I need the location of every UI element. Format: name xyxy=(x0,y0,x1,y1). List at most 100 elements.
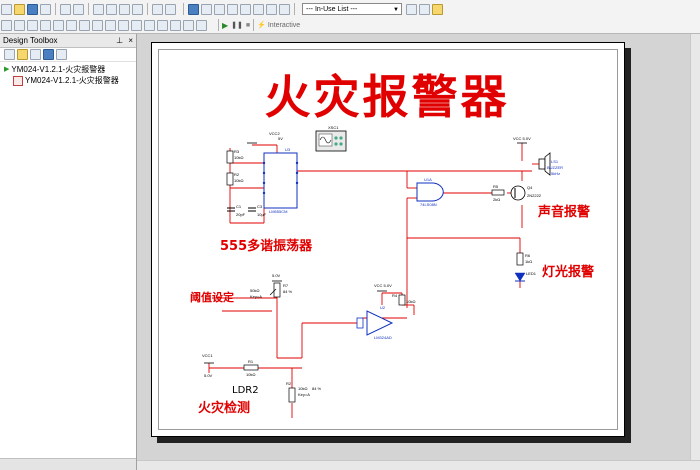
help-icon[interactable] xyxy=(432,3,443,15)
postprocessor-icon[interactable] xyxy=(214,3,225,15)
copy-icon[interactable] xyxy=(106,3,117,15)
save-design-icon[interactable] xyxy=(43,49,54,60)
horizontal-scrollbar[interactable] xyxy=(137,460,700,470)
r7-value: 50kΩ xyxy=(250,288,260,293)
u2-part: LM324AD xyxy=(374,335,392,340)
vertical-scrollbar[interactable] xyxy=(690,34,700,461)
database-icon[interactable] xyxy=(227,3,238,15)
c3-value: 20pF xyxy=(236,212,246,217)
r1-label: R1 xyxy=(248,359,254,364)
r4-label: R4 xyxy=(392,293,398,298)
off-page-icon[interactable] xyxy=(118,19,129,31)
pause-icon[interactable]: ❚❚ xyxy=(231,22,243,29)
spreadsheet-icon[interactable] xyxy=(201,3,212,15)
r1-value: 10kΩ xyxy=(246,372,256,377)
bus-icon[interactable] xyxy=(27,19,38,31)
new-design-icon[interactable] xyxy=(4,49,15,60)
ls1-buzzer xyxy=(538,158,546,170)
open-folder-icon[interactable] xyxy=(14,3,25,15)
component-wizard-icon[interactable] xyxy=(240,3,251,15)
r6-label: R6 xyxy=(525,253,531,258)
design-properties-icon[interactable] xyxy=(30,49,41,60)
r4-value: 10kΩ xyxy=(406,299,416,304)
r7-key: Key=A xyxy=(250,294,262,299)
vcc1-label: VCC1 xyxy=(202,353,213,358)
stop-icon[interactable]: ■ xyxy=(245,21,251,29)
xsc1-oscilloscope xyxy=(315,130,347,152)
r5-label: R5 xyxy=(493,184,499,189)
junction-icon[interactable] xyxy=(40,19,51,31)
print-preview-icon[interactable] xyxy=(73,3,84,15)
r2b-label: R2 xyxy=(286,381,292,386)
zoom-icon[interactable] xyxy=(406,3,417,15)
circuit-diagram xyxy=(204,130,551,418)
vcc2-value: 5V xyxy=(278,136,283,141)
run-icon[interactable]: ▶ xyxy=(222,20,229,30)
probe-place-icon[interactable] xyxy=(157,19,168,31)
delete-icon[interactable] xyxy=(132,3,143,15)
redo-icon[interactable] xyxy=(165,3,176,15)
close-design-icon[interactable] xyxy=(56,49,67,60)
vcc1-value: 5.0V xyxy=(204,373,213,378)
in-use-list-dropdown[interactable]: --- In-Use List --- ▼ xyxy=(302,3,402,15)
expand-arrow-icon[interactable]: ▶ xyxy=(4,66,10,73)
power-icon[interactable] xyxy=(131,19,142,31)
text-icon[interactable] xyxy=(53,19,64,31)
v-top-label: 5.0V xyxy=(272,273,281,278)
undo-icon[interactable] xyxy=(152,3,163,15)
bom-icon[interactable] xyxy=(183,19,194,31)
grapher-icon[interactable] xyxy=(188,3,199,15)
simulation-controls: ▶ ❚❚ ■ ⚡ Interactive xyxy=(222,19,300,31)
light-alarm-label: 灯光报警 xyxy=(542,265,595,280)
tree-project-item[interactable]: ▶ YM024-V1.2.1-火灾报警器 xyxy=(4,64,136,75)
u3-part: LM555CM xyxy=(269,209,288,214)
title-block-icon[interactable] xyxy=(170,19,181,31)
tree-sheet-item[interactable]: YM024-V1.2.1-火灾报警器 xyxy=(4,75,136,86)
q4-label: Q4 xyxy=(527,185,533,190)
component-place-icon[interactable] xyxy=(1,19,12,31)
pin-icon[interactable]: ⊥ xyxy=(116,36,124,45)
open-design-icon[interactable] xyxy=(17,49,28,60)
ls1-part: BUZZER xyxy=(547,165,563,170)
schematic-sheet[interactable]: 火灾报警器 555多谐振荡器 声音报警 灯光报警 阈值设定 LDR2 火灾检测 … xyxy=(151,42,625,437)
print-icon[interactable] xyxy=(60,3,71,15)
cut-icon[interactable] xyxy=(93,3,104,15)
new-file-icon[interactable] xyxy=(1,3,12,15)
r5-value: 2kΩ xyxy=(493,197,501,202)
design-toolbox-title: Design Toolbox xyxy=(3,36,58,45)
r2-label: R2 xyxy=(234,172,240,177)
ground-icon[interactable] xyxy=(144,19,155,31)
vcc2-label: VCC2 xyxy=(269,131,280,136)
c1-value: 10μF xyxy=(257,212,267,217)
save-icon[interactable] xyxy=(27,3,38,15)
main-toolbar: --- In-Use List --- ▼ ▶ ❚❚ ■ ⚡ Interacti… xyxy=(0,0,700,34)
chevron-down-icon: ▼ xyxy=(393,7,399,13)
led1-label: LED1 xyxy=(526,271,537,276)
design-toolbox-header: Design Toolbox ⊥ × xyxy=(0,34,136,48)
r4-resistor xyxy=(398,294,406,306)
r7-percent: 84 % xyxy=(283,289,293,294)
close-icon[interactable]: × xyxy=(128,36,133,45)
erc-icon[interactable] xyxy=(266,3,277,15)
schematic-title: 火灾报警器 xyxy=(264,70,510,124)
xsc1-label: XSC1 xyxy=(328,125,339,130)
connector-icon[interactable] xyxy=(105,19,116,31)
probe-icon[interactable] xyxy=(419,3,430,15)
ldr-label: LDR2 xyxy=(232,385,259,396)
tree-sheet-label: YM024-V1.2.1-火灾报警器 xyxy=(25,76,119,85)
netlist-icon[interactable] xyxy=(279,3,290,15)
paste-icon[interactable] xyxy=(119,3,130,15)
wire-icon[interactable] xyxy=(14,19,25,31)
save-all-icon[interactable] xyxy=(40,3,51,15)
sound-alarm-label: 声音报警 xyxy=(538,205,591,220)
graphic-icon[interactable] xyxy=(66,19,77,31)
breadboard-icon[interactable] xyxy=(253,3,264,15)
in-use-list-label: --- In-Use List --- xyxy=(306,6,358,13)
schematic-canvas[interactable]: 火灾报警器 555多谐振荡器 声音报警 灯光报警 阈值设定 LDR2 火灾检测 … xyxy=(137,34,700,470)
r1-resistor xyxy=(243,364,259,371)
r3-label: R3 xyxy=(234,149,240,154)
pcb-icon[interactable] xyxy=(196,19,207,31)
subcircuit-icon[interactable] xyxy=(92,19,103,31)
hierarchy-icon[interactable] xyxy=(79,19,90,31)
sidebar-tab-strip[interactable] xyxy=(0,458,136,470)
